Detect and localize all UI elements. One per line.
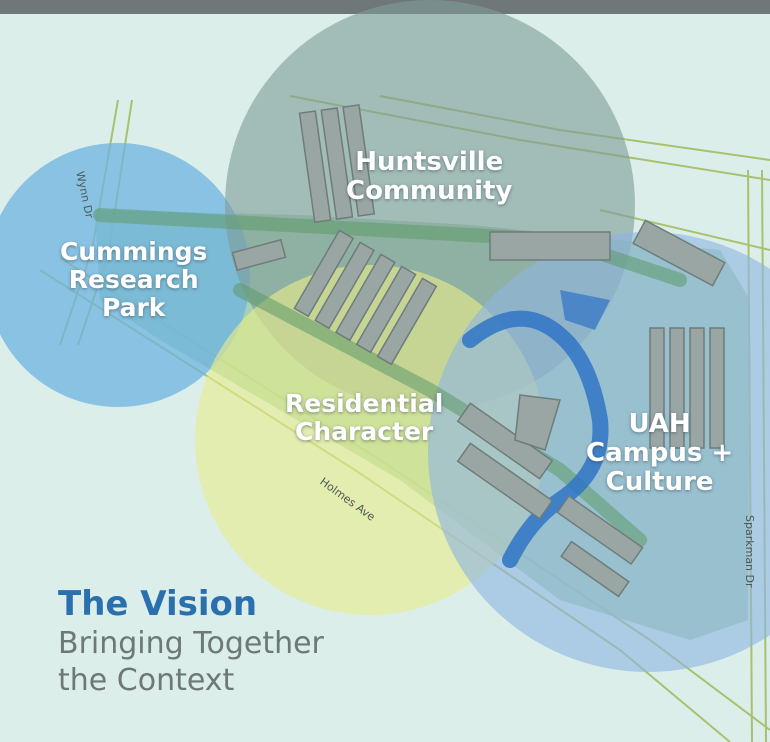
- road-label-sparkman: Sparkman Dr: [743, 515, 756, 588]
- label-cummings-research-park: Cummings Research Park: [60, 238, 207, 322]
- building: [376, 277, 438, 366]
- label-residential-character: Residential Character: [285, 390, 443, 446]
- label-uah-campus-culture: UAH Campus + Culture: [586, 409, 734, 498]
- building: [314, 241, 376, 330]
- buildings: [231, 104, 726, 598]
- label-line: UAH: [628, 409, 691, 439]
- building-group-east: [649, 327, 725, 449]
- vision-subtitle-line-2: the Context: [58, 662, 235, 698]
- vision-title: The Vision: [58, 584, 258, 624]
- spine-north: [93, 208, 687, 287]
- vision-title-block: The Vision Bringing Together the Context: [58, 584, 324, 699]
- building: [709, 327, 725, 449]
- building-group-north: [298, 104, 376, 224]
- building: [669, 327, 685, 449]
- building: [231, 238, 287, 272]
- building: [355, 265, 417, 354]
- building: [334, 253, 396, 342]
- building-group-residential: [293, 229, 438, 366]
- building: [649, 327, 665, 449]
- building: [456, 442, 554, 520]
- label-line: Huntsville: [355, 147, 504, 177]
- creek: [462, 310, 609, 568]
- pond: [560, 290, 610, 330]
- label-line: Character: [294, 417, 434, 446]
- label-line: Culture: [605, 467, 714, 498]
- building: [489, 231, 611, 261]
- label-line: Cummings: [60, 237, 208, 266]
- label-line: Residential: [285, 389, 444, 418]
- label-huntsville-community: Huntsville Community: [346, 147, 513, 207]
- vision-subtitle: Bringing Together the Context: [58, 626, 324, 699]
- building: [298, 110, 332, 224]
- building: [560, 540, 630, 598]
- building: [342, 104, 376, 217]
- vision-subtitle-line-1: Bringing Together: [58, 626, 324, 661]
- building: [556, 494, 644, 566]
- building: [293, 229, 355, 318]
- building: [456, 402, 554, 480]
- circle-cummings: [0, 143, 250, 407]
- building: [689, 327, 705, 449]
- label-line: Research: [68, 265, 199, 294]
- label-line: Campus +: [586, 438, 734, 469]
- label-line: Community: [346, 176, 513, 207]
- building: [632, 219, 726, 287]
- building: [514, 394, 561, 451]
- building: [320, 107, 354, 220]
- label-line: Park: [101, 293, 166, 322]
